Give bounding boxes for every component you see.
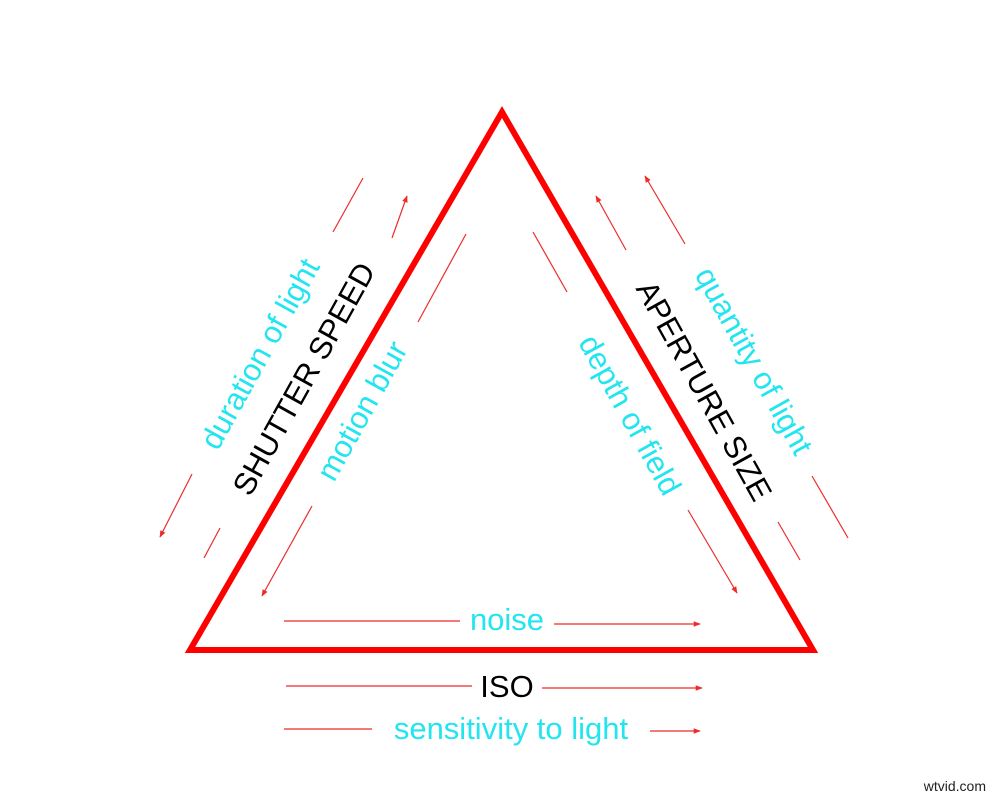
watermark-text: wtvid.com: [923, 778, 986, 794]
exposure-triangle: [184, 106, 819, 653]
aperture-arrow-lower: [777, 521, 801, 561]
aperture-arrow-upper: [595, 195, 627, 251]
quantity-arrow-upper: [644, 175, 686, 245]
noise-label: noise: [470, 602, 544, 637]
duration-arrow-upper: [332, 177, 364, 233]
duration-arrow-lower: [159, 473, 193, 538]
shutter-arrow-upper: [391, 195, 408, 239]
sensitivity-to-light-label: sensitivity to light: [394, 711, 629, 746]
depth-arrow-upper: [532, 231, 568, 293]
depth-arrow-lower: [687, 509, 738, 594]
motion-blur-arrow-upper: [417, 233, 467, 323]
shutter-arrow-lower: [203, 527, 221, 559]
quantity-arrow-lower: [811, 475, 849, 539]
iso-label: ISO: [480, 669, 533, 704]
motion-blur-arrow-lower: [261, 505, 313, 597]
